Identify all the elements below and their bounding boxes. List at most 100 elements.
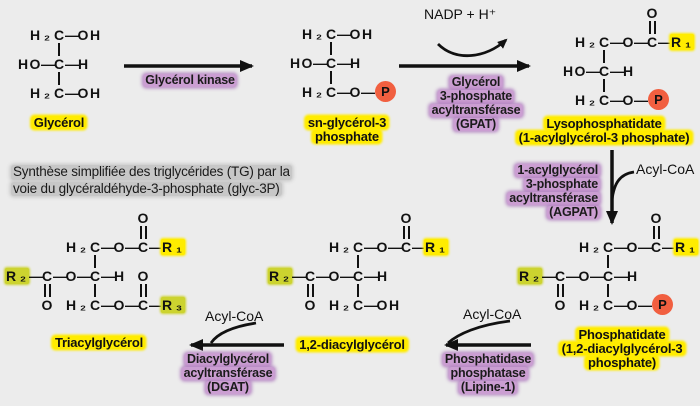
single-bond [89, 255, 101, 268]
atom-cell: R [674, 239, 686, 255]
spacer [17, 255, 29, 268]
atom-cell: ₂ [592, 239, 600, 255]
label-line: phosphate) [585, 355, 659, 370]
atom-cell: — [149, 239, 163, 255]
label-line: Diacylglycérol [185, 352, 271, 366]
atom-cell: H [361, 26, 373, 42]
spacer [518, 255, 530, 268]
atom-cell: — [634, 92, 648, 108]
spacer [268, 226, 280, 239]
atom-cell [626, 210, 638, 226]
double-bond [554, 284, 566, 297]
atom-cell: H [29, 27, 41, 43]
label-line: (1-acylglycérol-3 phosphate) [516, 130, 692, 145]
atom-cell: O [376, 239, 388, 255]
atom-cell: ₁ [176, 239, 182, 255]
atom-group: O [268, 210, 412, 226]
atom-cell: O [349, 26, 361, 42]
curve-acyl-coa-agpat [610, 170, 635, 201]
atom-cell [586, 5, 598, 21]
atom-cell: H [65, 239, 77, 255]
atom-cell [610, 5, 622, 21]
atom-cell: — [610, 63, 624, 79]
atom-cell: — [101, 297, 115, 313]
spacer [5, 255, 17, 268]
bond-row [289, 71, 396, 84]
atom-cell [530, 239, 542, 255]
atom-cell: O [301, 55, 313, 71]
atom-cell: C [53, 85, 65, 101]
enzyme-glycerol-kinase: Glycérol kinase [143, 74, 237, 88]
atom-cell [340, 210, 352, 226]
diagram-caption: Synthèse simplifiée des triglycérides (T… [11, 164, 292, 198]
spacer [113, 226, 125, 239]
spacer [598, 21, 610, 34]
atom-cell: C [650, 239, 662, 255]
atom-cell: C [53, 56, 65, 72]
atom-cell: — [337, 55, 351, 71]
spacer [5, 284, 17, 297]
atom-cell: ₁ [685, 34, 691, 50]
atom-cell: O [65, 268, 77, 284]
atom-cell [268, 210, 280, 226]
atom-cell: — [634, 34, 648, 50]
spacer [280, 226, 292, 239]
atom-cell [530, 297, 542, 313]
double-bond [650, 226, 662, 239]
label-line: Triacylglycérol [52, 335, 146, 350]
atom-cell: ₁ [439, 239, 445, 255]
spacer [316, 284, 328, 297]
atom-cell: O [400, 210, 412, 226]
atom-cell: — [364, 297, 378, 313]
single-bond [352, 284, 364, 297]
atom-cell: — [41, 56, 55, 72]
spacer [562, 50, 574, 63]
bond-row [17, 72, 101, 85]
spacer [41, 226, 53, 239]
atom-cell: H [562, 63, 574, 79]
spacer [574, 21, 586, 34]
spacer [376, 226, 388, 239]
atom-cell: — [337, 26, 351, 42]
spacer [313, 42, 325, 55]
atom-cell: — [77, 268, 91, 284]
spacer [53, 226, 65, 239]
atom-cell [622, 5, 634, 21]
atom-cell [289, 26, 301, 42]
atom-cell: ₂ [315, 26, 323, 42]
spacer [65, 284, 77, 297]
single-bond [598, 50, 610, 63]
spacer [566, 226, 578, 239]
spacer [301, 42, 313, 55]
label-line: Phosphatidase [442, 352, 534, 366]
spacer [316, 255, 328, 268]
label-line: phosphatase [448, 366, 528, 380]
atom-cell: ₂ [79, 239, 87, 255]
atom-cell: — [590, 268, 604, 284]
spacer [352, 226, 364, 239]
atom-cell: — [316, 268, 330, 284]
atom-cell: H [17, 56, 29, 72]
atom-cell [89, 210, 101, 226]
atom-cell: H [65, 297, 77, 313]
atom-cell: C [89, 268, 101, 284]
label-line: 1,2-diacylglycérol [297, 337, 407, 352]
atom-cell: ₂ [532, 268, 540, 284]
atom-cell [5, 210, 17, 226]
spacer [101, 284, 113, 297]
atom-cell: C [646, 34, 658, 50]
atom-cell: O [137, 268, 149, 284]
formula-row: O [5, 210, 185, 226]
double-bond [137, 284, 149, 297]
atom-cell: ₂ [342, 297, 350, 313]
